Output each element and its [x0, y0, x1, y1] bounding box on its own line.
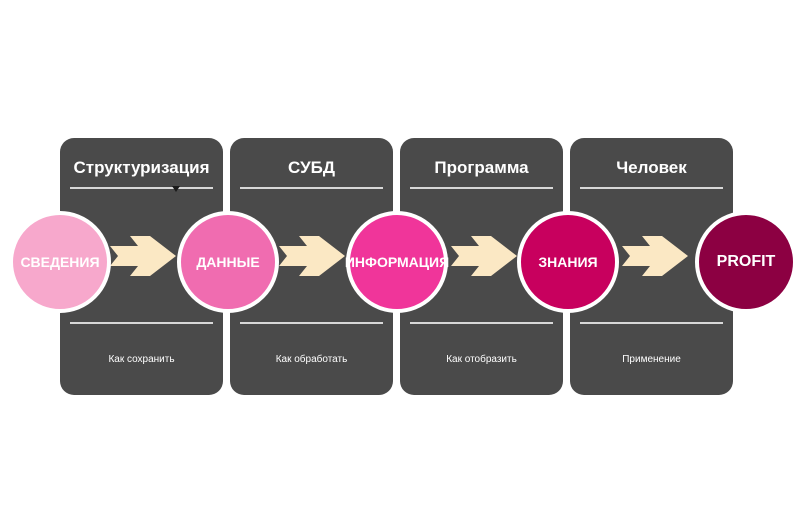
stage-circle-informatsiya: ИНФОРМАЦИЯ [344, 211, 450, 313]
panel-title: Структуризация [73, 158, 210, 177]
panel-description: Как сохранить [108, 354, 175, 365]
panel-title: СУБД [288, 158, 335, 177]
stage-circle-profit: PROFIT [695, 211, 797, 313]
panel-description: Как обработать [275, 354, 348, 365]
panel-divider [410, 187, 553, 189]
panel-description: Как отобразить [446, 354, 517, 365]
notch-marker [172, 186, 180, 192]
stage-circle-dannye: ДАННЫЕ [177, 211, 279, 313]
arrow-right-icon [622, 236, 688, 276]
panel-divider [70, 322, 213, 324]
stage-label: ДАННЫЕ [196, 254, 260, 270]
arrow-right-icon [110, 236, 176, 276]
panel-divider [240, 322, 383, 324]
stage-label: СВЕДЕНИЯ [20, 254, 100, 270]
panel-divider [70, 187, 213, 189]
stage-label: ЗНАНИЯ [538, 254, 598, 270]
panel-divider [240, 187, 383, 189]
stage-label: ИНФОРМАЦИЯ [344, 254, 450, 270]
panel-divider [580, 187, 723, 189]
panel-title: Программа [434, 158, 529, 177]
panel-divider [580, 322, 723, 324]
stage-circle-znaniya: ЗНАНИЯ [517, 211, 619, 313]
stage-label: PROFIT [716, 253, 776, 270]
arrow-right-icon [279, 236, 345, 276]
panel-description: Применение [622, 354, 681, 365]
panel-title: Человек [616, 158, 687, 177]
stage-circle-svedeniya: СВЕДЕНИЯ [9, 211, 111, 313]
panel-divider [410, 322, 553, 324]
arrow-right-icon [451, 236, 517, 276]
